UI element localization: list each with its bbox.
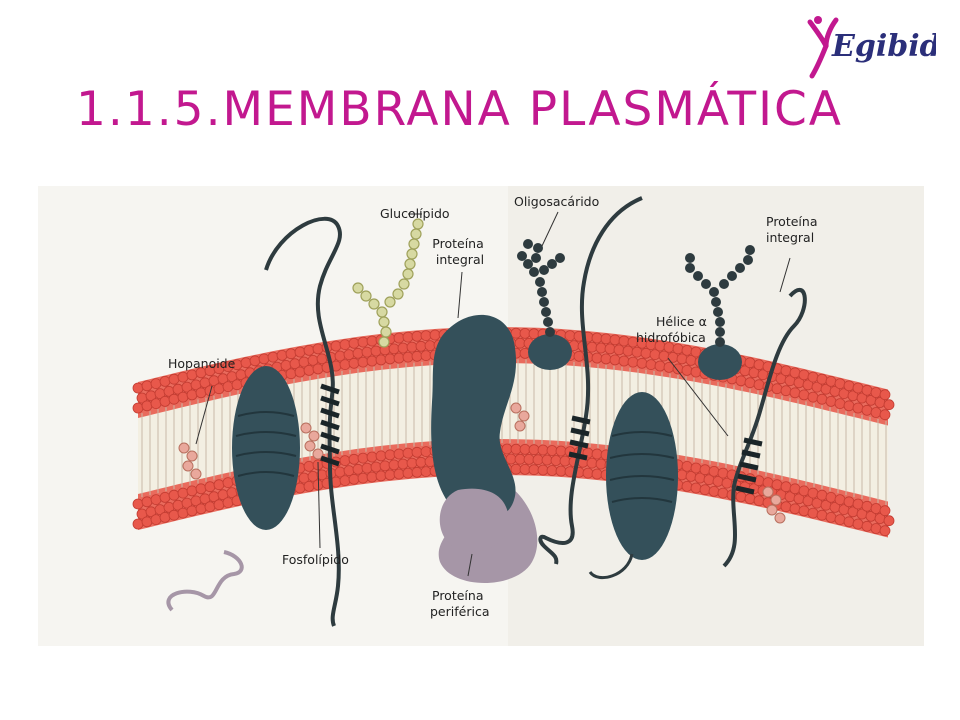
label-fosfolipido: Fosfolípido	[282, 552, 349, 567]
transmembrane-strand-left	[264, 216, 342, 627]
egibide-logo: Egibide	[807, 16, 936, 79]
slide-title: 1.1.5.MEMBRANA PLASMÁTICA	[76, 82, 843, 137]
label-oligosacarido: Oligosacárido	[514, 194, 599, 209]
glucolipid-chain	[352, 218, 424, 348]
membrane-diagram: Glucolípido Proteína integral Oligosacár…	[38, 186, 924, 646]
integral-protein-right	[588, 392, 678, 580]
label-hopanoide: Hopanoide	[168, 356, 236, 371]
label-helice-hidrofobica: Hélice α hidrofóbica	[636, 314, 711, 345]
integral-protein-left	[232, 366, 300, 530]
logo-text: Egibide	[831, 29, 936, 64]
hopanoide-molecules	[178, 402, 786, 524]
label-proteina-periferica: Proteína periférica	[430, 588, 489, 619]
peripheral-protein	[439, 488, 509, 552]
oligosaccharide-chain-right	[685, 245, 755, 380]
label-proteina-integral-right: Proteína integral	[766, 214, 821, 245]
free-peptide-strand	[166, 550, 244, 612]
label-leader-lines	[195, 211, 791, 577]
hydrophobic-helix-strand	[722, 287, 807, 568]
transmembrane-strand-right	[538, 196, 643, 565]
oligosaccharide-chain-left	[517, 239, 572, 370]
label-proteina-integral-center: Proteína integral	[432, 236, 487, 267]
logo-figure-icon	[807, 19, 829, 79]
label-glucolipido: Glucolípido	[380, 206, 450, 221]
